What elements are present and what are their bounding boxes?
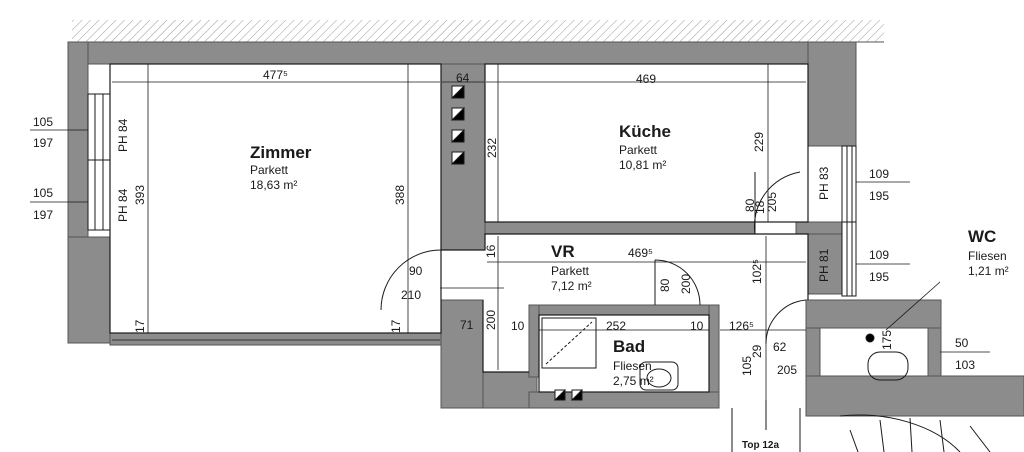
window-right-1-ph: PH 83 <box>817 166 831 200</box>
dim-62: 62 <box>773 340 787 354</box>
dim-71: 71 <box>460 318 474 332</box>
dim-105: 105 <box>740 355 754 376</box>
door-swings <box>380 171 807 345</box>
window-wc-height: 103 <box>955 358 976 372</box>
dim-126: 126⁵ <box>729 319 754 333</box>
room-floor-zimmer: Parkett <box>250 163 289 177</box>
room-area-wc: 1,21 m² <box>968 264 1009 278</box>
dimension-lines <box>30 64 990 400</box>
dim-200b: 200 <box>679 273 693 294</box>
window-right-2-ph: PH 81 <box>817 248 831 282</box>
dim-kueche-232: 232 <box>485 137 499 158</box>
room-floor-bad: Fliesen <box>613 359 652 373</box>
dim-200a: 200 <box>484 309 498 330</box>
window-right-2-width: 109 <box>869 248 890 262</box>
dim-door-90: 90 <box>409 264 423 278</box>
dim-16: 16 <box>484 244 498 258</box>
window-left-2-width: 105 <box>33 186 54 200</box>
room-name-zimmer: Zimmer <box>250 143 312 162</box>
dim-80: 80 <box>658 278 672 292</box>
dim-102: 102⁵ <box>750 259 764 284</box>
room-name-vr: VR <box>551 242 575 261</box>
adjacent-building-hatch <box>72 20 884 42</box>
room-area-bad: 2,75 m² <box>613 374 654 388</box>
room-floor-vr: Parkett <box>551 264 590 278</box>
window-left-2-height: 197 <box>33 208 54 222</box>
dim-18: 18 <box>753 200 767 214</box>
chimney-shafts <box>450 84 583 401</box>
window-left <box>87 93 111 231</box>
dim-10a: 10 <box>511 319 525 333</box>
dim-zimmer-depth: 393 <box>133 184 147 205</box>
window-left-1-ph: PH 84 <box>116 118 130 152</box>
dim-17a: 17 <box>133 319 147 333</box>
room-area-vr: 7,12 m² <box>551 279 592 293</box>
washbasin <box>639 361 679 391</box>
dim-kueche-205: 205 <box>765 191 779 212</box>
window-left-1-width: 105 <box>33 115 54 129</box>
room-floor-wc: Fliesen <box>968 249 1007 263</box>
room-outlines <box>109 63 809 393</box>
walls <box>67 41 1024 417</box>
shower-tray <box>541 317 597 369</box>
dim-zimmer-inner: 388 <box>393 184 407 205</box>
room-area-kueche: 10,81 m² <box>619 158 667 172</box>
window-right-1-height: 195 <box>869 189 890 203</box>
room-area-zimmer: 18,63 m² <box>250 178 298 192</box>
dim-17b: 17 <box>389 319 403 333</box>
dim-kueche-229: 229 <box>752 131 766 152</box>
dim-zimmer-width: 477⁵ <box>263 68 288 82</box>
room-name-wc: WC <box>968 227 997 246</box>
stair-label: Top 12a <box>742 440 780 451</box>
dim-175: 175 <box>880 329 894 350</box>
dim-kueche-width: 469 <box>636 72 657 86</box>
dim-205b: 205 <box>777 363 798 377</box>
window-right-1-width: 109 <box>869 167 890 181</box>
room-name-bad: Bad <box>613 337 646 356</box>
dim-wall-64: 64 <box>456 71 470 85</box>
room-name-kueche: Küche <box>619 122 671 141</box>
room-floor-kueche: Parkett <box>619 143 658 157</box>
dim-10b: 10 <box>690 319 704 333</box>
window-wc-width: 50 <box>955 336 969 350</box>
stairs <box>731 400 991 452</box>
toilet <box>865 333 909 381</box>
dim-bad-width: 252 <box>606 319 627 333</box>
window-right <box>841 145 857 297</box>
window-left-1-height: 197 <box>33 136 54 150</box>
dim-vr-width: 469⁵ <box>628 246 653 260</box>
window-right-2-height: 195 <box>869 270 890 284</box>
window-left-2-ph: PH 84 <box>116 188 130 222</box>
dim-door-210: 210 <box>401 288 422 302</box>
